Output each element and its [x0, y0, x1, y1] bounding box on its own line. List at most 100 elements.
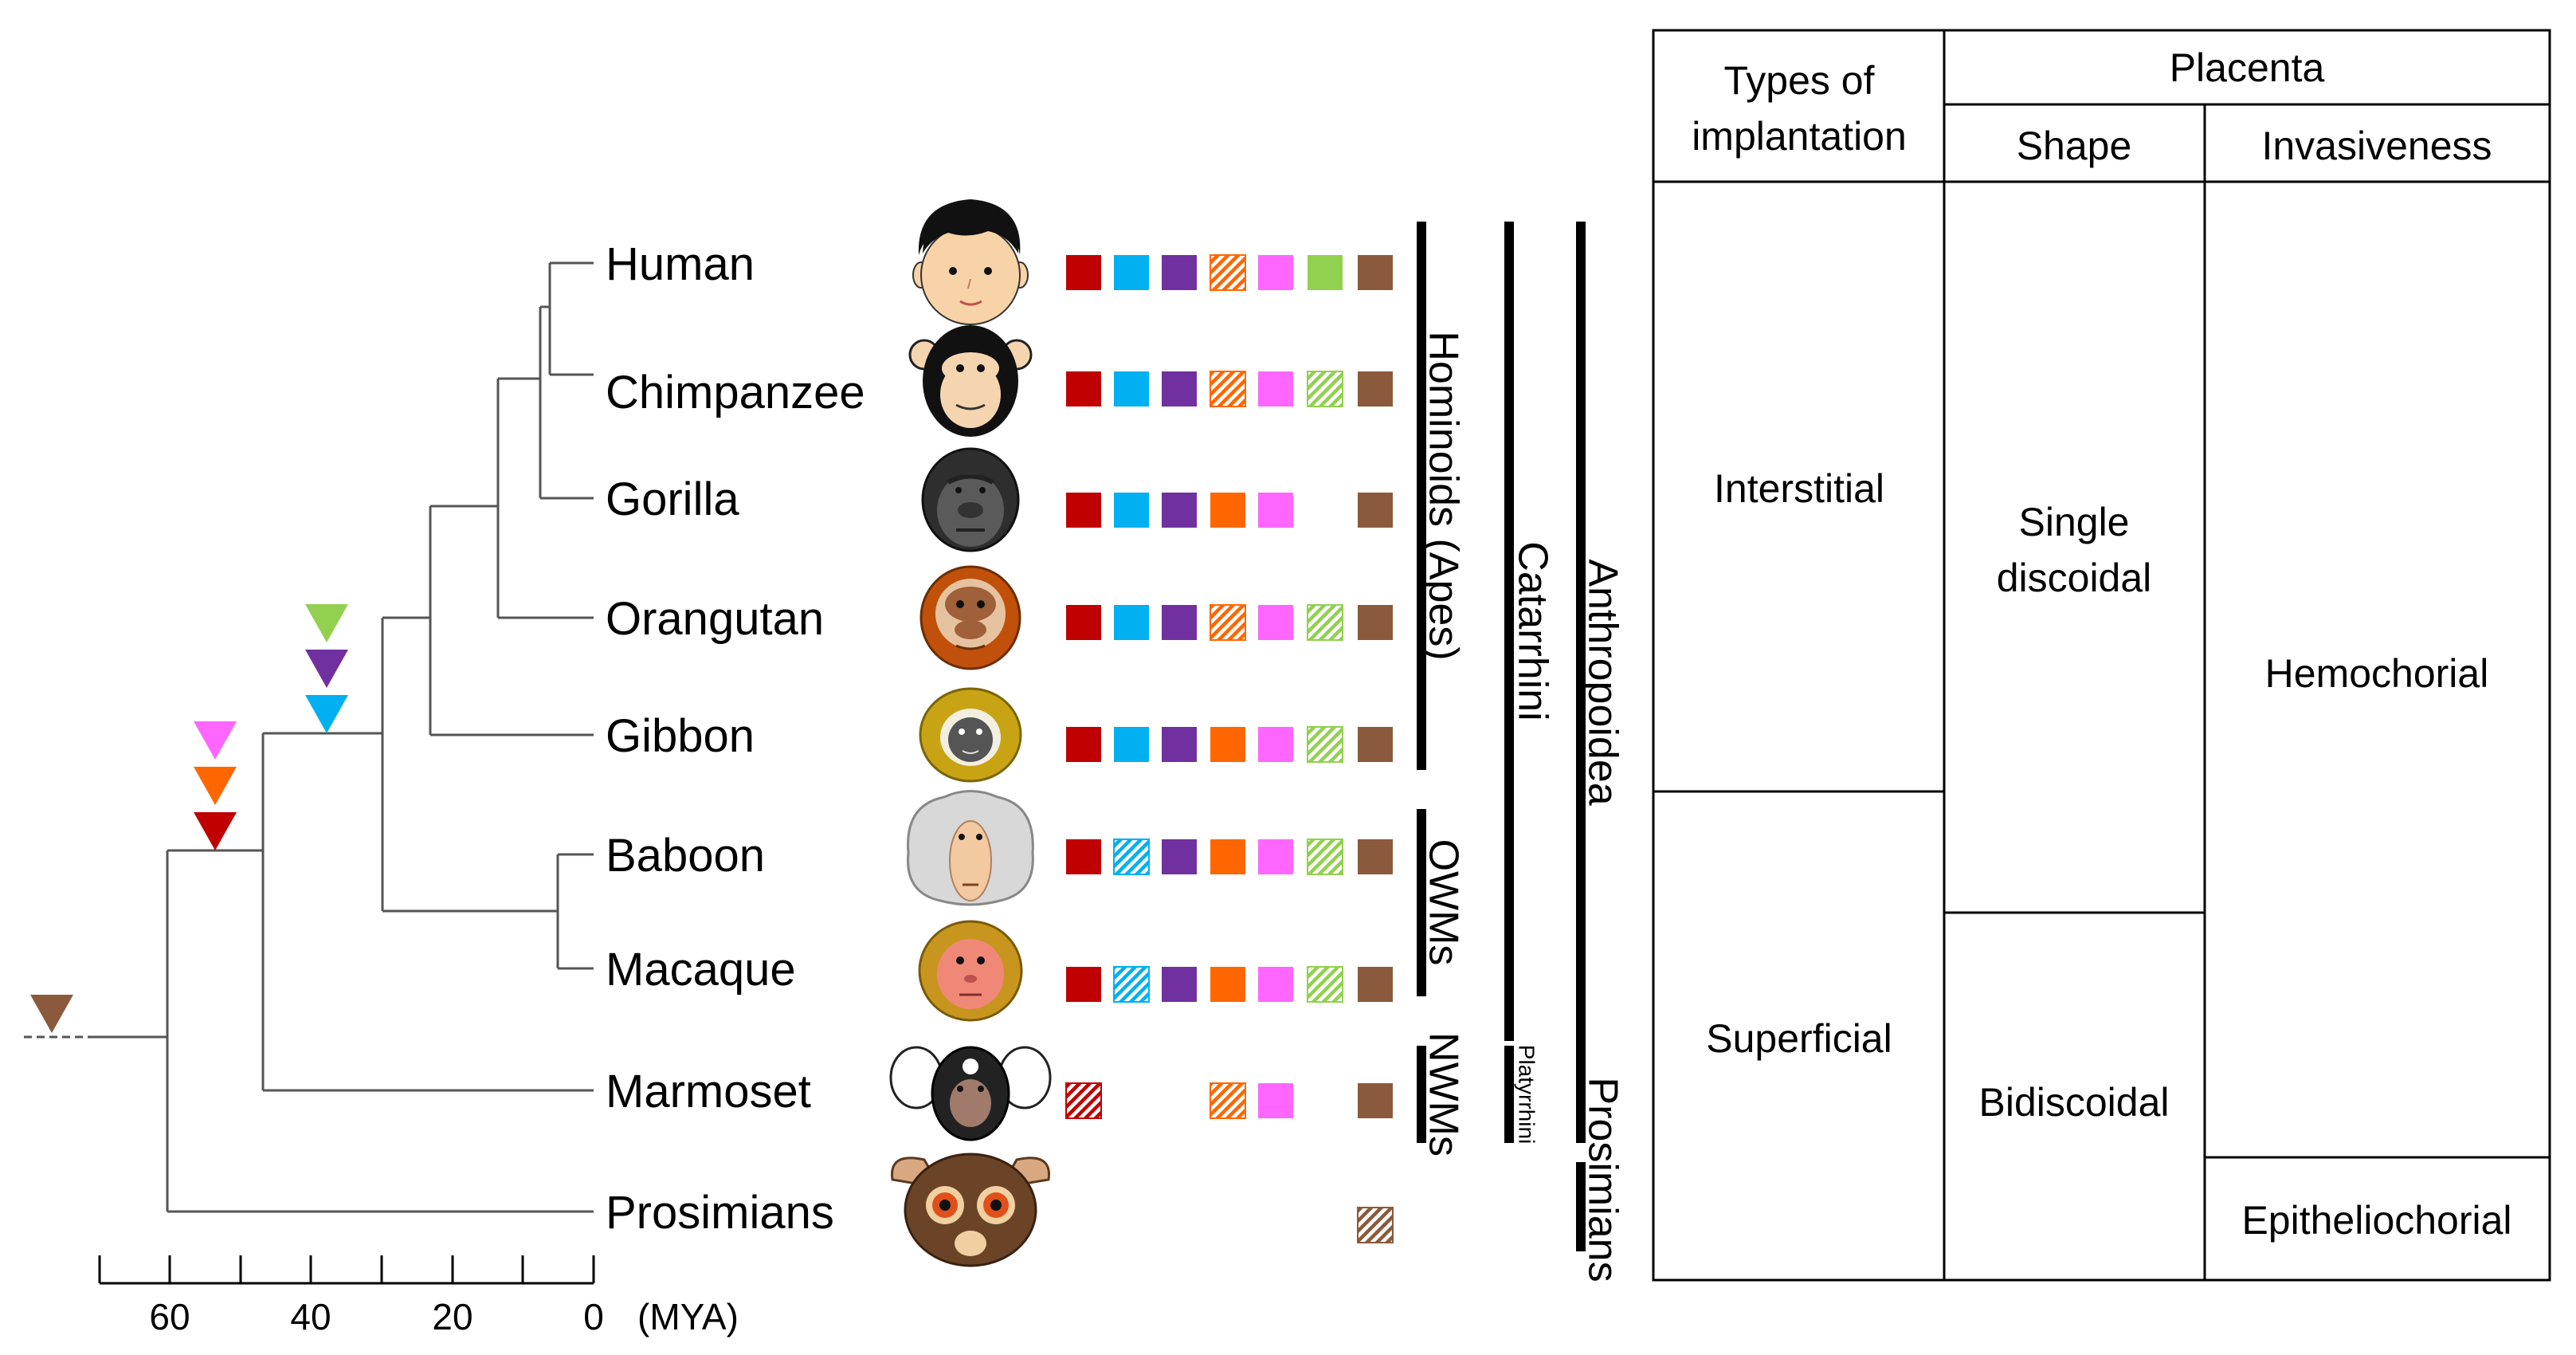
marker-gibbon-7-solid: [1358, 727, 1393, 762]
marker-human-7-solid: [1358, 255, 1393, 290]
species-label-human: Human: [606, 238, 755, 290]
prosimians-label: Prosimians: [1579, 1077, 1625, 1282]
marker-chimpanzee-5-solid: [1258, 371, 1293, 406]
species-label-chimpanzee: Chimpanzee: [606, 367, 865, 418]
marker-baboon-5-solid: [1258, 839, 1293, 874]
marker-baboon-1-solid: [1066, 839, 1101, 874]
marker-human-1-solid: [1066, 255, 1101, 290]
cell-discoidal: discoidal: [1997, 556, 2152, 600]
marker-orangutan-4-hatched: [1210, 604, 1246, 641]
tick-label-60: 60: [149, 1296, 190, 1337]
species-label-prosimians: Prosimians: [606, 1187, 834, 1239]
marker-gorilla-7-solid: [1358, 493, 1393, 528]
marker-orangutan-5-solid: [1258, 605, 1293, 640]
marker-gibbon-4-solid: [1210, 727, 1245, 762]
cell-superficial: Superficial: [1706, 1016, 1892, 1061]
marker-baboon-3-solid: [1162, 839, 1197, 874]
species-label-orangutan: Orangutan: [606, 593, 824, 645]
tick-label-0: 0: [583, 1296, 604, 1337]
marker-gorilla-1-solid: [1066, 493, 1101, 528]
marker-prosimians-7-hatched: [1357, 1207, 1394, 1243]
header-placenta: Placenta: [2170, 45, 2325, 90]
hominoids-label: Hominoids (Apes): [1420, 331, 1466, 660]
nwms-label: NWMs: [1420, 1032, 1466, 1157]
tick-label-40: 40: [290, 1296, 331, 1337]
cell-hemochorial: Hemochorial: [2265, 651, 2489, 696]
triangle-catarrhini-blue: [305, 695, 348, 733]
marker-gorilla-4-solid: [1210, 493, 1245, 528]
marker-gibbon-1-solid: [1066, 727, 1101, 762]
taxon-bars: [1417, 222, 1586, 1251]
platyrrhini-bar: [1504, 1046, 1514, 1143]
marker-marmoset-1-hatched: [1065, 1082, 1102, 1119]
axis-unit: (MYA): [637, 1296, 739, 1337]
macaque-face-icon: [918, 920, 1023, 1022]
platyrrhini-label: Platyrrhini: [1515, 1045, 1539, 1144]
gorilla-face-icon: [921, 447, 1020, 552]
triangle-anthropoid-pink: [194, 721, 237, 760]
marker-human-5-solid: [1258, 255, 1293, 290]
nwms-bar: [1417, 1046, 1426, 1143]
triangle-anthropoid-red: [194, 812, 237, 850]
hominoids-bar: [1417, 222, 1426, 770]
placenta-table: [1652, 29, 2551, 1282]
marker-gorilla-2-solid: [1114, 493, 1149, 528]
species-label-gibbon: Gibbon: [606, 710, 755, 762]
marker-human-4-hatched: [1210, 254, 1246, 291]
species-label-gorilla: Gorilla: [606, 473, 739, 525]
header-shape: Shape: [2017, 124, 2132, 168]
marker-orangutan-2-solid: [1114, 605, 1149, 640]
marker-chimpanzee-3-solid: [1162, 371, 1197, 406]
marker-macaque-6-hatched: [1307, 966, 1343, 1003]
owms-bar: [1417, 809, 1426, 996]
marker-chimpanzee-4-hatched: [1210, 371, 1246, 407]
marker-chimpanzee-1-solid: [1066, 371, 1101, 406]
prosimians-bar: [1576, 1162, 1586, 1251]
orangutan-face-icon: [919, 565, 1021, 670]
marker-macaque-5-solid: [1258, 967, 1293, 1002]
marker-baboon-2-hatched: [1113, 839, 1150, 875]
prosimian-face-icon: [891, 1153, 1050, 1267]
marker-gibbon-5-solid: [1258, 727, 1293, 762]
marker-orangutan-7-solid: [1358, 605, 1393, 640]
marmoset-face-icon: [889, 1046, 1052, 1141]
marker-human-3-solid: [1162, 255, 1197, 290]
anthropoidea-bar: [1576, 222, 1586, 1143]
owms-label: OWMs: [1420, 839, 1466, 966]
cell-epitheliochorial: Epitheliochorial: [2241, 1198, 2511, 1243]
table-text: Types of implantation Placenta Shape Inv…: [1692, 45, 2511, 1243]
gene-marker-grid: [1065, 254, 1394, 1243]
triangle-anthropoid-orange: [194, 767, 237, 805]
marker-macaque-3-solid: [1162, 967, 1197, 1002]
cell-single: Single: [2019, 500, 2130, 544]
anthropoidea-label: Anthropoidea: [1579, 559, 1625, 805]
marker-human-6-solid: [1308, 255, 1343, 290]
human-face-icon: [912, 199, 1029, 325]
marker-baboon-6-hatched: [1307, 839, 1343, 875]
marker-marmoset-5-solid: [1258, 1083, 1293, 1118]
marker-gorilla-3-solid: [1162, 493, 1197, 528]
species-label-macaque: Macaque: [606, 944, 796, 996]
marker-orangutan-1-solid: [1066, 605, 1101, 640]
phylogenetic-tree: [24, 261, 594, 1213]
gene-origin-markers: [30, 604, 348, 1033]
catarrhini-label: Catarrhini: [1509, 541, 1555, 721]
marker-macaque-4-solid: [1210, 967, 1245, 1002]
marker-gibbon-2-solid: [1114, 727, 1149, 762]
marker-orangutan-3-solid: [1162, 605, 1197, 640]
cell-bidiscoidal: Bidiscoidal: [1978, 1080, 2169, 1125]
gibbon-face-icon: [919, 687, 1022, 783]
marker-baboon-7-solid: [1358, 839, 1393, 874]
marker-baboon-4-solid: [1210, 839, 1245, 874]
marker-orangutan-6-hatched: [1307, 604, 1343, 641]
tick-label-20: 20: [432, 1296, 472, 1337]
baboon-face-icon: [907, 790, 1034, 906]
triangle-catarrhini-green: [305, 604, 348, 642]
marker-marmoset-4-hatched: [1210, 1082, 1246, 1119]
marker-marmoset-7-solid: [1358, 1083, 1393, 1118]
marker-gibbon-3-solid: [1162, 727, 1197, 762]
species-labels: Human Chimpanzee Gorilla Orangutan Gibbo…: [606, 238, 865, 1239]
marker-chimpanzee-2-solid: [1114, 371, 1149, 406]
header-invasiveness: Invasiveness: [2261, 124, 2492, 168]
